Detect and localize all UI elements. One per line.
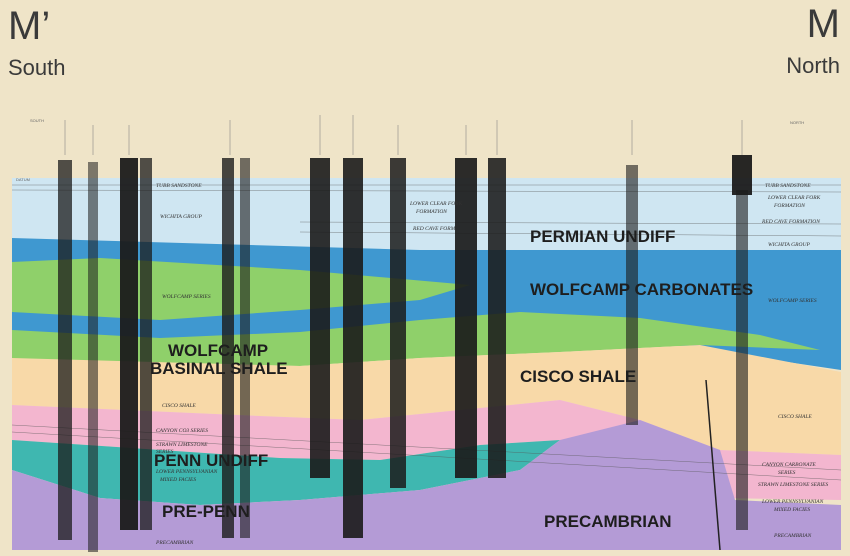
well-log-12 bbox=[626, 165, 638, 425]
label-cisco-right: CISCO SHALE bbox=[778, 414, 812, 420]
well-log-6 bbox=[240, 158, 250, 538]
label-tubb-left: TUBB SANDSTONE bbox=[156, 183, 202, 189]
label-precambrian-left: PRECAMBRIAN bbox=[155, 540, 194, 546]
well-log-13 bbox=[732, 155, 752, 195]
label-wichita-right: WICHITA GROUP bbox=[768, 242, 810, 248]
label-lower-clear-fork-mid-1: LOWER CLEAR FORK bbox=[409, 201, 463, 207]
well-log-11 bbox=[488, 158, 506, 478]
datum-label: DATUM bbox=[16, 177, 30, 182]
well-log-9 bbox=[390, 158, 406, 488]
well-log-1 bbox=[58, 160, 72, 540]
direction-right: North bbox=[786, 53, 840, 78]
well-log-14 bbox=[736, 190, 748, 530]
unit-label-wolfcamp-basinal-1: WOLFCAMP bbox=[168, 341, 268, 360]
well-log-10 bbox=[455, 158, 477, 478]
well-log-8 bbox=[343, 158, 363, 538]
label-wolfcamp-series-left: WOLFCAMP SERIES bbox=[162, 294, 211, 300]
layer-wolfcamp-basinal-shale bbox=[12, 258, 820, 366]
left-section-end: M’ South bbox=[8, 6, 66, 80]
unit-label-permian: PERMIAN UNDIFF bbox=[530, 227, 675, 246]
label-strawn-right: STRAWN LIMESTONE SERIES bbox=[758, 482, 829, 488]
section-letter-left: M’ bbox=[8, 4, 51, 48]
unit-label-pre-penn: PRE-PENN bbox=[162, 502, 250, 521]
label-strawn-left-2: SERIES bbox=[156, 449, 174, 455]
unit-label-precambrian: PRECAMBRIAN bbox=[544, 512, 672, 531]
label-lcf-right-2: FORMATION bbox=[773, 203, 805, 209]
well-log-4 bbox=[140, 158, 152, 530]
well-log-5 bbox=[222, 158, 234, 538]
label-lower-penn-left-2: MIXED FACIES bbox=[159, 477, 196, 483]
unit-label-wolfcamp-basinal-2: BASINAL SHALE bbox=[150, 359, 288, 378]
label-precambrian-right: PRECAMBRIAN bbox=[773, 533, 812, 539]
south-small-label: SOUTH bbox=[30, 118, 44, 123]
north-small-label: NORTH bbox=[790, 120, 804, 125]
unit-label-penn-undiff: PENN UNDIFF bbox=[154, 451, 268, 470]
right-section-end: M North bbox=[786, 4, 840, 78]
label-strawn-left-1: STRAWN LIMESTONE bbox=[156, 442, 208, 448]
unit-label-wolfcamp-carbonates: WOLFCAMP CARBONATES bbox=[530, 280, 753, 299]
label-tubb-right: TUBB SANDSTONE bbox=[765, 183, 811, 189]
unit-label-cisco-shale: CISCO SHALE bbox=[520, 367, 636, 386]
well-logs bbox=[58, 155, 752, 552]
well-header-ticks bbox=[64, 115, 743, 155]
label-lower-penn-left-1: LOWER PENNSYLVANIAN bbox=[155, 469, 218, 475]
label-red-cave-mid: RED CAVE FORM. bbox=[412, 226, 457, 232]
fault-line bbox=[705, 379, 721, 551]
well-log-3 bbox=[120, 158, 138, 530]
label-canyon-right-1: CANYON CARBONATE bbox=[762, 462, 816, 468]
well-log-2 bbox=[88, 162, 98, 552]
direction-left: South bbox=[8, 55, 66, 80]
label-canyon-right-2: SERIES bbox=[778, 470, 796, 476]
section-letter-right: M bbox=[806, 2, 840, 46]
label-canyon-left: CANYON CO3 SERIES bbox=[156, 428, 208, 434]
label-lcf-right-1: LOWER CLEAR FORK bbox=[767, 195, 821, 201]
label-lower-penn-right-2: MIXED FACIES bbox=[773, 507, 810, 513]
layer-precambrian bbox=[12, 420, 841, 550]
label-lower-penn-right-1: LOWER PENNSYLVANIAN bbox=[761, 499, 824, 505]
label-wichita-left: WICHITA GROUP bbox=[160, 214, 202, 220]
label-wolfcamp-right: WOLFCAMP SERIES bbox=[768, 298, 817, 304]
label-cisco-left: CISCO SHALE bbox=[162, 403, 196, 409]
label-red-cave-right: RED CAVE FORMATION bbox=[761, 219, 820, 225]
label-lower-clear-fork-mid-2: FORMATION bbox=[415, 209, 447, 215]
well-log-7 bbox=[310, 158, 330, 478]
